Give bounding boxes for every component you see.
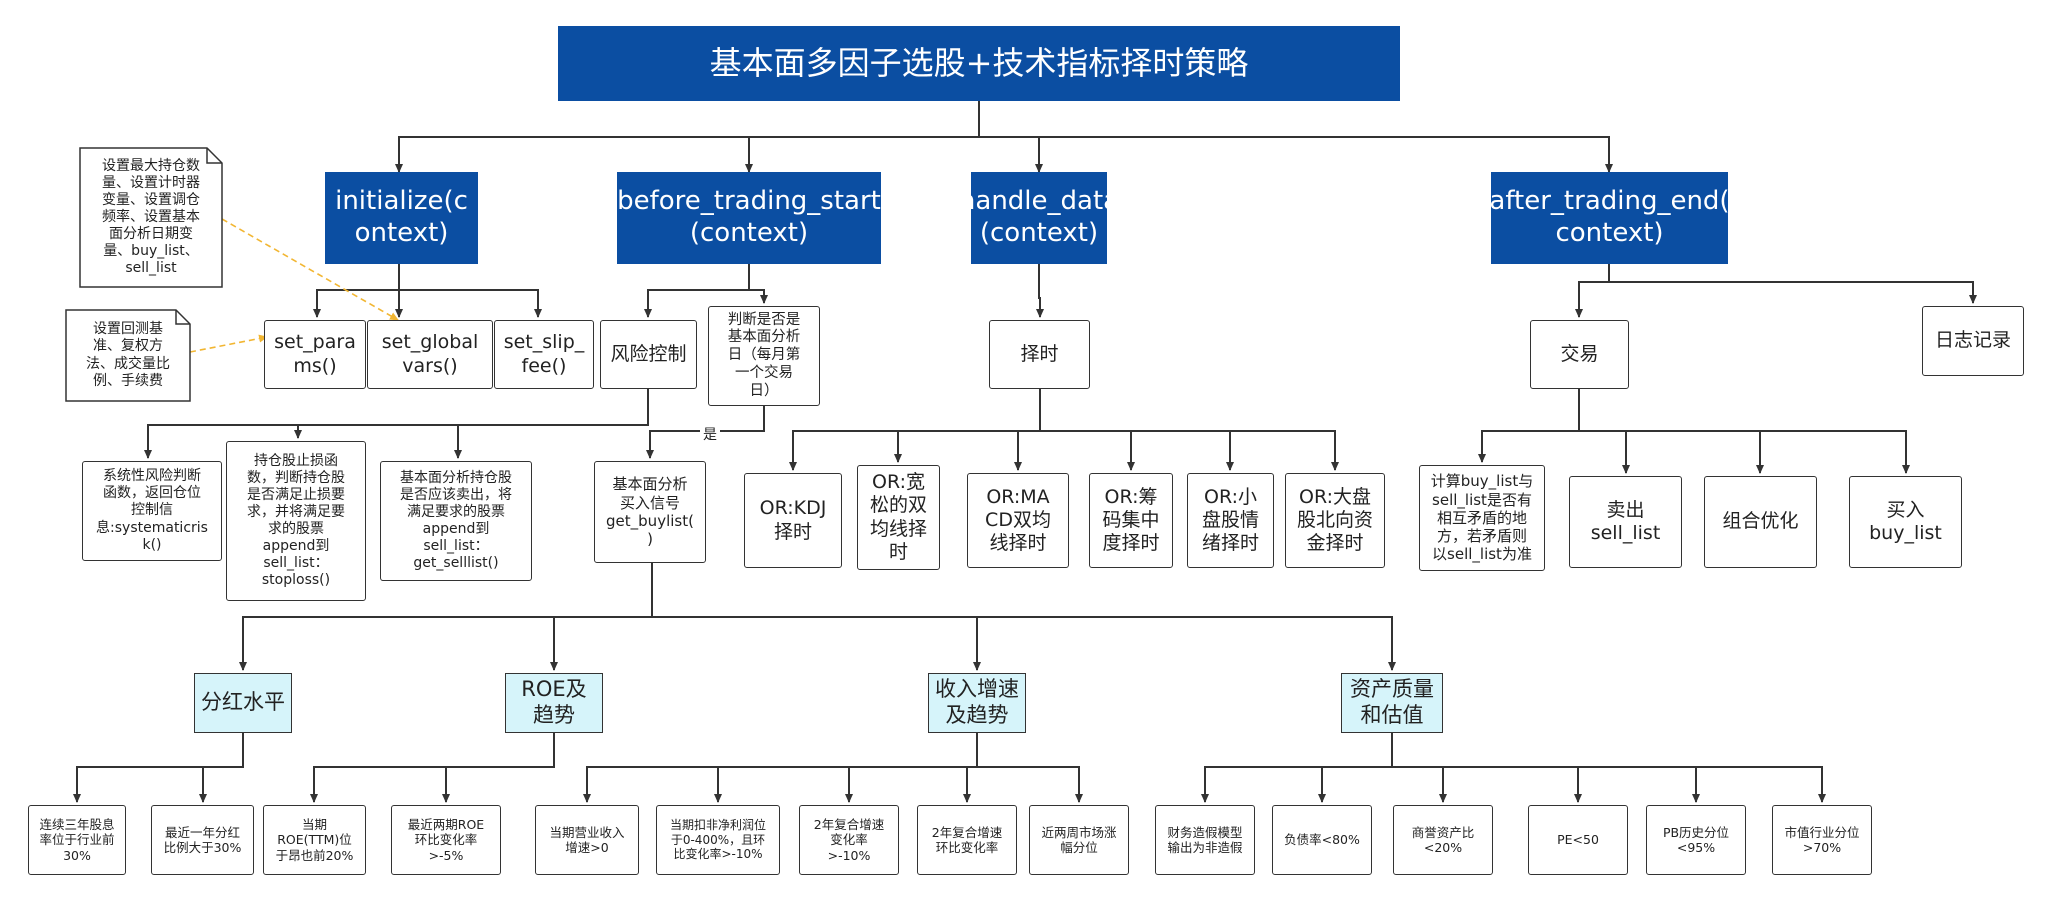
- factor-leaf: 当期扣非净利润位 于0-400%，且环 比变化率>-10%: [656, 805, 780, 875]
- timing-item-kdj: OR:KDJ 择时: [744, 473, 842, 568]
- yes-edge-label: 是: [700, 424, 720, 444]
- timing-item-small-cap: OR:小 盘股情 绪择时: [1187, 473, 1274, 568]
- factor-revenue-growth: 收入增速 及趋势: [928, 673, 1026, 733]
- factor-leaf: 当期 ROE(TTM)位 于昂也前20%: [263, 805, 366, 875]
- factor-leaf: 商誉资产比 <20%: [1393, 805, 1493, 875]
- factor-leaf: 近两周市场涨 幅分位: [1029, 805, 1129, 875]
- set-slip-fee-node: set_slip_ fee(): [494, 320, 594, 389]
- timing-node: 择时: [989, 320, 1090, 389]
- initialize-node: initialize(c ontext): [325, 172, 478, 264]
- get-selllist-node: 基本面分析持仓股 是否应该卖出，将 满足要求的股票 append到 sell_l…: [380, 461, 532, 581]
- trade-item-buy: 买入 buy_list: [1849, 476, 1962, 568]
- set-params-node: set_para ms(): [264, 320, 366, 389]
- factor-leaf: 市值行业分位 >70%: [1772, 805, 1872, 875]
- trade-item-conflict: 计算buy_list与 sell_list是否有 相互矛盾的地 方，若矛盾则 以…: [1419, 465, 1545, 571]
- timing-item-macd: OR:MA CD双均 线择时: [967, 473, 1069, 568]
- judge-analysis-day-node: 判断是否是 基本面分析 日（每月第 一个交易 日）: [708, 306, 820, 406]
- before-trading-start-node: before_trading_start (context): [617, 172, 881, 264]
- factor-dividend: 分红水平: [194, 673, 292, 733]
- timing-item-dual-ma-loose: OR:宽 松的双 均线择 时: [857, 465, 940, 570]
- set-global-vars-node: set_global vars(): [367, 320, 493, 389]
- factor-leaf: 最近一年分红 比例大于30%: [151, 805, 254, 875]
- factor-leaf: PE<50: [1528, 805, 1628, 875]
- factor-leaf: PB历史分位 <95%: [1646, 805, 1746, 875]
- factor-leaf: 连续三年股息 率位于行业前 30%: [28, 805, 126, 875]
- factor-leaf: 最近两期ROE 环比变化率 >-5%: [391, 805, 501, 875]
- trade-item-optimize: 组合优化: [1704, 476, 1817, 568]
- log-node: 日志记录: [1922, 306, 2024, 376]
- trade-node: 交易: [1530, 320, 1629, 389]
- timing-item-chip: OR:筹 码集中 度择时: [1089, 473, 1173, 568]
- trade-item-sell: 卖出 sell_list: [1569, 476, 1682, 568]
- systematic-risk-node: 系统性风险判断 函数，返回仓位 控制信 息:systematicris k(): [82, 461, 222, 561]
- timing-item-northbound: OR:大盘 股北向资 金择时: [1285, 473, 1385, 568]
- factor-leaf: 负债率<80%: [1272, 805, 1372, 875]
- factor-asset-quality: 资产质量 和估值: [1341, 673, 1443, 733]
- handle-data-node: handle_data (context): [959, 172, 1119, 264]
- factor-leaf: 2年复合增速 环比变化率: [917, 805, 1017, 875]
- factor-leaf: 财务造假模型 输出为非造假: [1155, 805, 1255, 875]
- factor-leaf: 2年复合增速 变化率 >-10%: [799, 805, 899, 875]
- benchmark-note: 设置回测基 准、复权方 法、成交量比 例、手续费: [86, 321, 170, 389]
- factor-roe: ROE及 趋势: [505, 673, 603, 733]
- factor-leaf: 当期营业收入 增速>0: [535, 805, 639, 875]
- note-shape-benchmark: [65, 309, 191, 402]
- stoploss-node: 持仓股止损函 数，判断持仓股 是否满足止损要 求，并将满足要 求的股票 appe…: [226, 441, 366, 601]
- note-shape-params: [79, 147, 223, 288]
- after-trading-end-node: after_trading_end( context): [1489, 172, 1730, 264]
- get-buylist-node: 基本面分析 买入信号 get_buylist( ): [594, 461, 706, 563]
- risk-control-node: 风险控制: [600, 320, 697, 389]
- params-note: 设置最大持仓数 量、设置计时器 变量、设置调仓 频率、设置基本 面分析日期变 量…: [102, 157, 200, 277]
- strategy-title: 基本面多因子选股+技术指标择时策略: [558, 26, 1400, 101]
